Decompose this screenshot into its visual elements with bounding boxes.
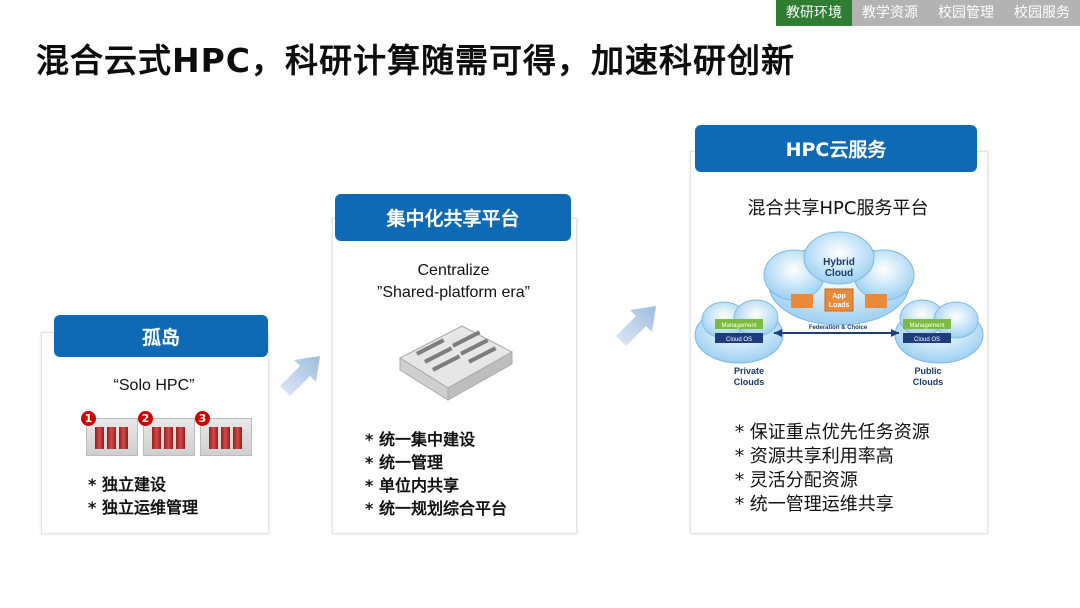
bullet-item: 统一管理运维共享 (735, 493, 930, 517)
tab-campus-services[interactable]: 校园服务 (1014, 5, 1070, 21)
bullet-item: 统一管理 (365, 451, 507, 474)
card-header-hpc-cloud: HPC云服务 (695, 125, 977, 172)
tab-research-env[interactable]: 教研环境 (776, 0, 852, 26)
card-subtitle-line1: Centralize (417, 262, 490, 279)
app-loads-label-1: App (832, 293, 846, 300)
datacenter-image (398, 325, 514, 401)
server-rack-image: 1 (81, 411, 138, 456)
number-badge: 3 (195, 411, 210, 426)
bullet-list-solo: 独立建设 独立运维管理 (88, 473, 198, 519)
public-cloud-icon (894, 299, 984, 364)
arrow-right-icon (280, 356, 320, 396)
number-badge: 2 (138, 411, 153, 426)
hybrid-cloud-diagram: Hybrid Cloud App Loads Management Cloud … (694, 231, 984, 387)
public-label-2: Clouds (913, 377, 944, 387)
bullet-item: 独立运维管理 (88, 496, 198, 519)
bullet-item: 独立建设 (88, 473, 198, 496)
federation-label: Federation & Choice (809, 325, 868, 331)
hybrid-label-2: Cloud (825, 268, 853, 279)
cloud-os-label-left: Cloud OS (726, 337, 752, 343)
federation-arrow-icon (774, 329, 899, 337)
private-cloud-icon (694, 299, 784, 364)
card-header-centralized: 集中化共享平台 (335, 194, 571, 241)
card-subtitle-solo: “Solo HPC” (113, 377, 195, 394)
private-label-2: Clouds (734, 377, 765, 387)
public-label-1: Public (914, 366, 941, 376)
number-badge: 1 (81, 411, 96, 426)
card-header-solo: 孤岛 (54, 315, 268, 357)
management-label-right: Management (909, 323, 944, 329)
card-subtitle-hpc-cloud: 混合共享HPC服务平台 (747, 198, 929, 219)
tab-teaching-resources[interactable]: 教学资源 (862, 5, 918, 21)
bullet-item: 统一规划综合平台 (365, 497, 507, 520)
bullet-item: 保证重点优先任务资源 (735, 421, 930, 445)
bullet-list-hpc-cloud: 保证重点优先任务资源 资源共享利用率高 灵活分配资源 统一管理运维共享 (735, 421, 930, 517)
bullet-item: 统一集中建设 (365, 428, 507, 451)
page-title: 混合云式HPC，科研计算随需可得，加速科研创新 (36, 41, 796, 80)
cloud-os-label-right: Cloud OS (914, 337, 940, 343)
card-subtitle-line2: ”Shared-platform era” (377, 284, 530, 301)
bullet-item: 灵活分配资源 (735, 469, 930, 493)
bullet-item: 单位内共享 (365, 474, 507, 497)
server-rack-image: 2 (138, 411, 195, 456)
top-nav: 教研环境 教学资源 校园管理 校园服务 (776, 0, 1080, 26)
tab-campus-management[interactable]: 校园管理 (938, 5, 994, 21)
bullet-list-centralized: 统一集中建设 统一管理 单位内共享 统一规划综合平台 (365, 428, 507, 520)
arrow-right-icon (616, 306, 656, 346)
server-rack-image: 3 (195, 411, 252, 456)
app-loads-label-2: Loads (829, 302, 850, 309)
bullet-item: 资源共享利用率高 (735, 445, 930, 469)
management-label-left: Management (721, 323, 756, 329)
private-label-1: Private (734, 366, 764, 376)
hybrid-label-1: Hybrid (823, 257, 855, 268)
